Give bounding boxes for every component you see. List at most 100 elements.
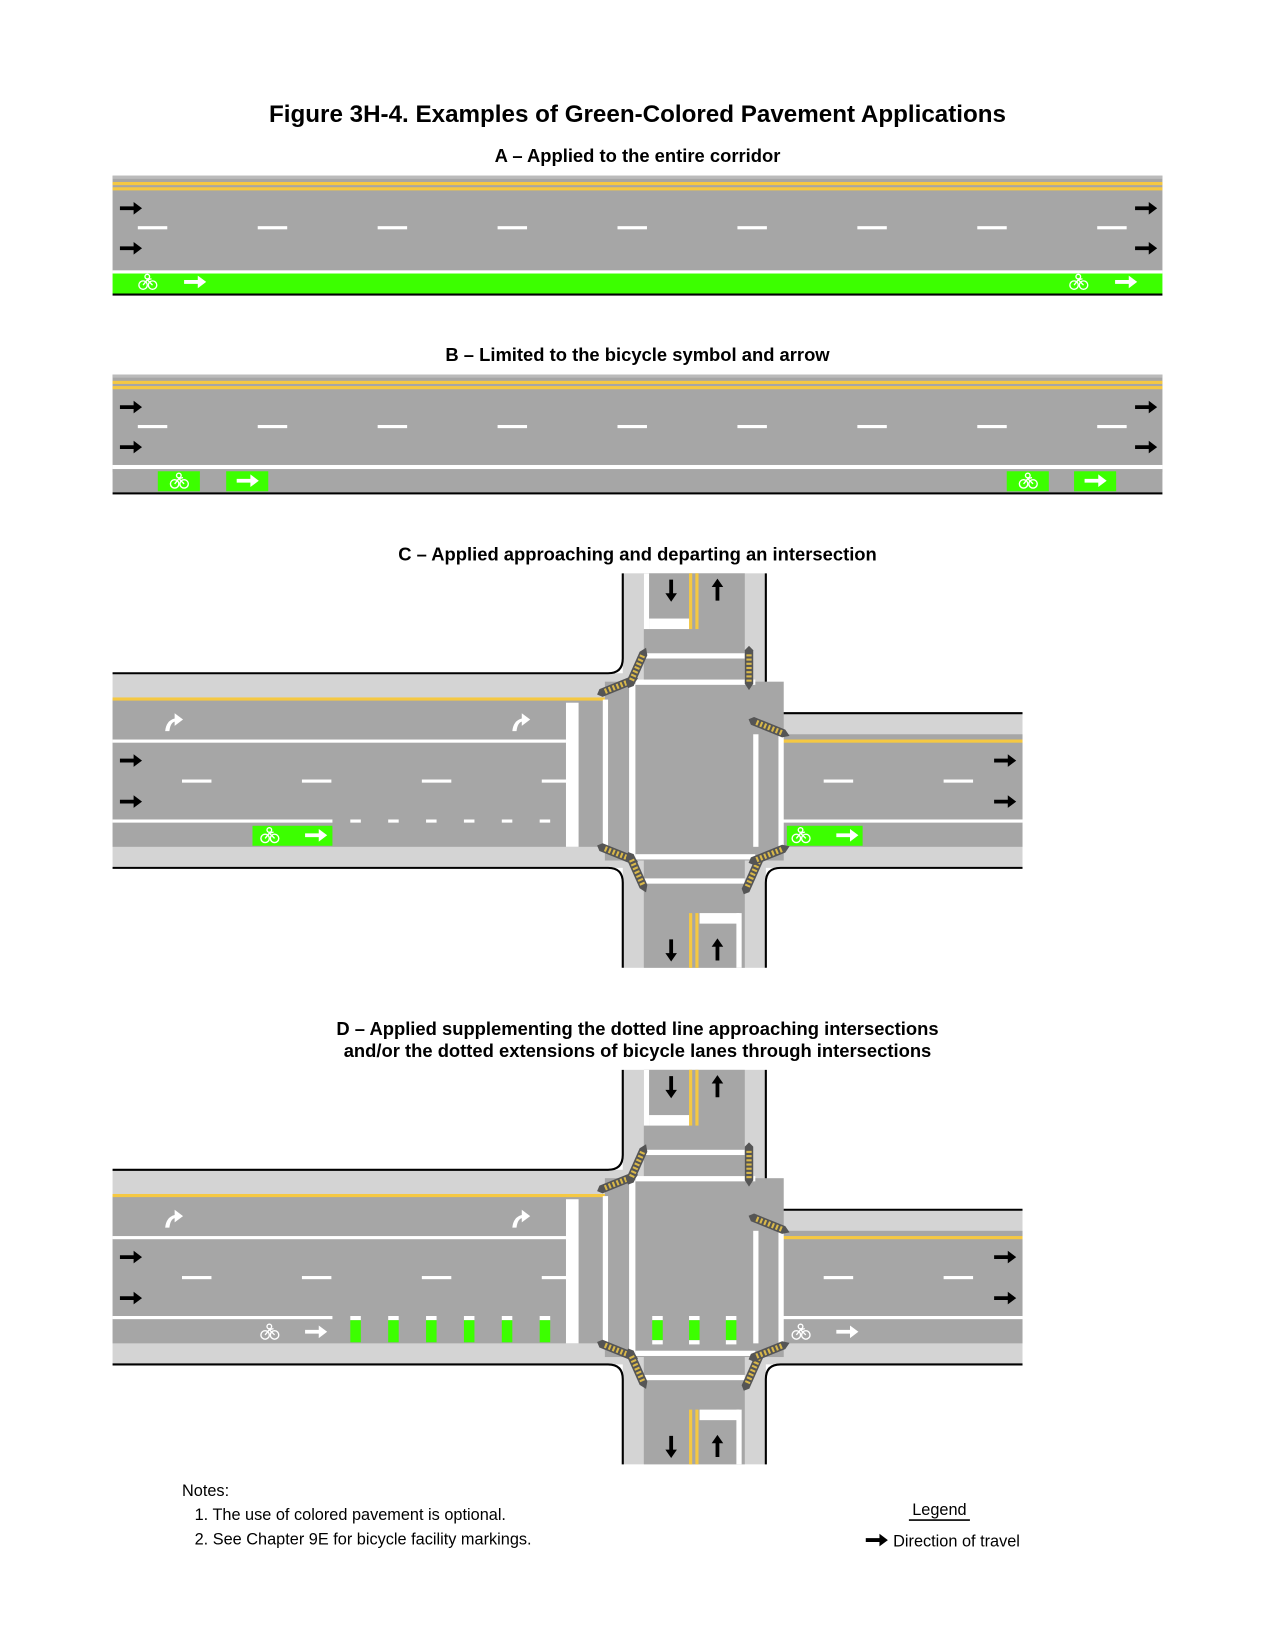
crosswalk-line <box>753 1230 759 1344</box>
curb-ramp-icon <box>748 716 790 738</box>
arrow-shape <box>508 713 531 732</box>
bicycle-symbol-icon <box>260 826 280 844</box>
wheel <box>800 833 811 844</box>
tactile-dot <box>778 1343 783 1350</box>
crosswalk-line <box>635 1176 756 1182</box>
lane-dash <box>257 226 288 230</box>
tactile-dot <box>744 1380 751 1385</box>
panel-b-title: B – Limited to the bicycle symbol and ar… <box>445 344 830 365</box>
yellow-centerline <box>782 739 1023 743</box>
dotted-line <box>539 1316 551 1321</box>
arrow-shape <box>1084 474 1107 488</box>
arrow-shape <box>836 1325 859 1339</box>
crosswalk-line <box>629 683 636 858</box>
curb-line <box>764 573 1023 715</box>
wheel <box>791 1330 802 1340</box>
lane-dash <box>182 779 212 783</box>
tactile-dot <box>771 1346 775 1353</box>
arrow-shape <box>665 1435 677 1459</box>
green-bike-lane <box>112 273 1163 294</box>
tactile-dot <box>635 873 642 879</box>
tactile-dot <box>629 1355 635 1360</box>
panel-c-diagram <box>112 573 1023 968</box>
bicycle-symbol-icon <box>1018 472 1038 489</box>
tactile-dot <box>767 724 772 731</box>
lane-dash <box>301 1276 332 1280</box>
green-dotted-extension <box>501 1320 513 1343</box>
arrow-shape <box>119 201 143 215</box>
tactile-dot <box>632 866 639 871</box>
yellow-centerline <box>689 1409 693 1465</box>
wheel <box>260 833 270 844</box>
yellow-centerline <box>112 187 1163 191</box>
tactile-dot <box>635 662 642 667</box>
crosswalk-line <box>643 1149 745 1156</box>
tactile-dot <box>755 856 760 863</box>
stop-bar <box>699 1409 740 1421</box>
stop-bar <box>565 702 579 847</box>
tactile-dot <box>746 1159 752 1162</box>
bike-lane-line <box>782 819 1023 823</box>
tactile-dot <box>611 1345 616 1352</box>
arrow-shape <box>119 754 143 767</box>
lane-line <box>112 1236 566 1240</box>
dotted-line <box>539 819 551 823</box>
lane-dash <box>943 779 974 783</box>
arrow-shape <box>994 795 1017 808</box>
wheel <box>1069 280 1079 290</box>
lane-dash <box>182 1276 212 1280</box>
tactile-dot <box>603 1342 608 1349</box>
tactile-dot <box>623 854 628 860</box>
crosswalk-line <box>635 1350 756 1356</box>
lane-dash <box>737 226 767 230</box>
dotted-line <box>689 1340 700 1345</box>
direction-arrow-icon <box>836 828 859 842</box>
arrow-shape <box>711 578 724 601</box>
direction-arrow-icon <box>994 1291 1017 1305</box>
curb-ramp-icon <box>744 645 754 691</box>
arrow-shape <box>1135 241 1158 255</box>
tactile-dot <box>630 1170 637 1175</box>
tactile-dot <box>623 1176 628 1183</box>
tactile-dot <box>763 853 768 859</box>
tactile-dot <box>753 1360 760 1365</box>
arrow-up-icon <box>711 1075 724 1098</box>
tactile-dot <box>635 1158 642 1163</box>
tactile-dot <box>611 849 616 856</box>
curb-ramp-icon <box>625 647 648 689</box>
arrow-shape <box>836 828 859 842</box>
wheel <box>1028 479 1038 489</box>
lane-dash <box>617 424 647 429</box>
lane-dash <box>977 226 1007 230</box>
frame <box>142 278 154 286</box>
south-roadway <box>643 857 745 968</box>
dotted-line <box>426 819 437 823</box>
yellow-centerline <box>112 1193 605 1198</box>
direction-arrow-icon <box>1135 201 1158 215</box>
road-border <box>112 492 1163 495</box>
dotted-line <box>463 1316 475 1321</box>
tactile-dot <box>771 1222 775 1229</box>
curb-ramp-icon <box>748 1213 790 1234</box>
notes-heading: Notes: <box>182 1482 229 1500</box>
green-dotted-extension <box>388 1320 399 1343</box>
lane-dash <box>497 424 528 429</box>
arrow-shape <box>711 938 724 961</box>
tactile-dot <box>619 852 624 859</box>
road-border <box>112 293 1163 296</box>
tactile-dot <box>629 1173 635 1178</box>
dotted-line <box>350 819 361 823</box>
green-bike-lane <box>786 825 863 846</box>
lane-dash <box>823 779 854 783</box>
wheel <box>1018 479 1029 489</box>
tactile-dot <box>778 729 783 736</box>
direction-arrow-icon <box>119 795 143 808</box>
panel-a-title: A – Applied to the entire corridor <box>495 145 781 166</box>
bike-lane-line <box>112 1316 333 1320</box>
arrow-shape <box>119 400 143 414</box>
crosswalk-line <box>643 1374 745 1381</box>
bike-lane-line <box>112 819 333 823</box>
direction-arrow-icon <box>119 241 143 255</box>
lane-dash <box>137 226 168 230</box>
